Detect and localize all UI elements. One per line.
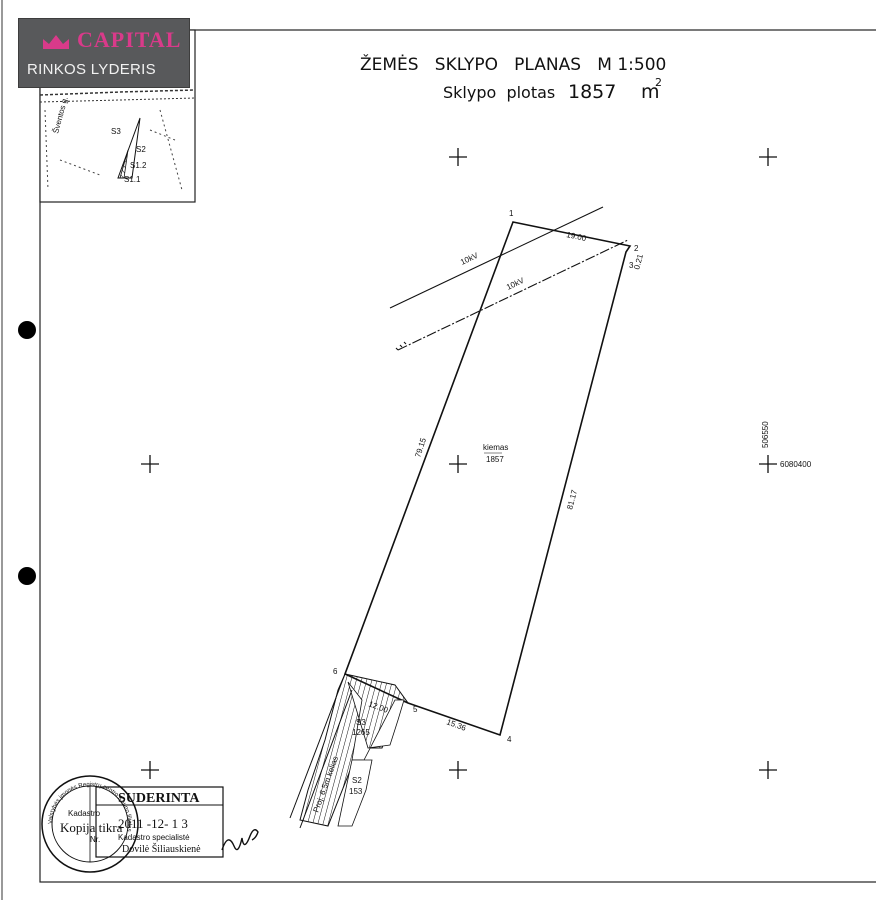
grid-cross — [759, 455, 777, 473]
grid-cross — [449, 761, 467, 779]
grid-crosses — [141, 148, 777, 779]
binder-hole-bottom — [18, 567, 36, 585]
grid-cross — [449, 148, 467, 166]
inset-label-s11: S1.1 — [124, 175, 141, 184]
area-unit: m — [641, 81, 660, 103]
land-area-label: 1857 — [486, 455, 504, 464]
s2-label: S2 — [352, 776, 362, 785]
logo-brand: CAPITAL — [77, 27, 182, 52]
servitude-area — [289, 673, 410, 829]
coord-x: 6080400 — [780, 460, 812, 469]
stamp-role: Kadastro specialistė — [118, 833, 190, 842]
dim-1-2: 19.00 — [566, 230, 588, 243]
binder-hole-top — [18, 321, 36, 339]
stamp-title: SUDERINTA — [118, 791, 200, 806]
point-3: 3 — [629, 261, 634, 270]
logo-tagline: RINKOS LYDERIS — [27, 61, 156, 78]
point-2: 2 — [634, 244, 639, 253]
crown-icon — [43, 35, 69, 49]
dim-4-5: 15.36 — [445, 717, 467, 732]
stamp-nr: Nr. — [90, 835, 100, 844]
power-lines — [389, 206, 629, 351]
inset-label-s12: S1.2 — [130, 161, 147, 170]
stamp-copy: Kopija tikra — [60, 820, 123, 835]
inset-label-s3: S3 — [111, 127, 121, 136]
grid-cross — [759, 148, 777, 166]
plot-boundary — [343, 221, 632, 737]
line-label-2: 10kV — [505, 276, 526, 292]
s2-inner — [337, 759, 373, 827]
point-5: 5 — [413, 705, 418, 714]
coord-y: 506550 — [761, 421, 770, 448]
grid-cross — [141, 761, 159, 779]
s3-inner — [347, 681, 405, 761]
area-unit-exp: 2 — [655, 76, 662, 89]
dim-2-3: 0.21 — [632, 253, 645, 271]
sheet-border — [39, 29, 876, 883]
land-use-label: kiemas — [483, 443, 508, 452]
approval-stamp: SUDERINTA Kadastro Kopija tikra 2011 -12… — [60, 786, 259, 858]
point-6: 6 — [333, 667, 338, 676]
dim-3-4: 81.17 — [565, 488, 579, 510]
grid-cross — [449, 455, 467, 473]
s3-label: S3 — [356, 718, 366, 727]
capital-logo[interactable]: CAPITAL RINKOS LYDERIS — [18, 18, 190, 88]
inset-label-s2: S2 — [136, 145, 146, 154]
s3-area: 1265 — [352, 728, 370, 737]
plan-title: ŽEMĖS SKLYPO PLANAS M 1:500 — [360, 53, 666, 75]
line-label-1: 10kV — [459, 251, 480, 267]
signature — [221, 829, 259, 851]
point-1: 1 — [509, 209, 514, 218]
area-label: Sklypo plotas — [443, 83, 555, 102]
grid-cross — [141, 455, 159, 473]
stamp-kadastro: Kadastro — [68, 809, 101, 818]
point-4: 4 — [507, 735, 512, 744]
area-value: 1857 — [568, 81, 616, 103]
grid-cross — [759, 761, 777, 779]
s2-area: 153 — [349, 787, 363, 796]
stamp-name: Dovilė Šiliauskienė — [122, 843, 201, 855]
stamp-date: 2011 -12- 1 3 — [118, 816, 188, 831]
